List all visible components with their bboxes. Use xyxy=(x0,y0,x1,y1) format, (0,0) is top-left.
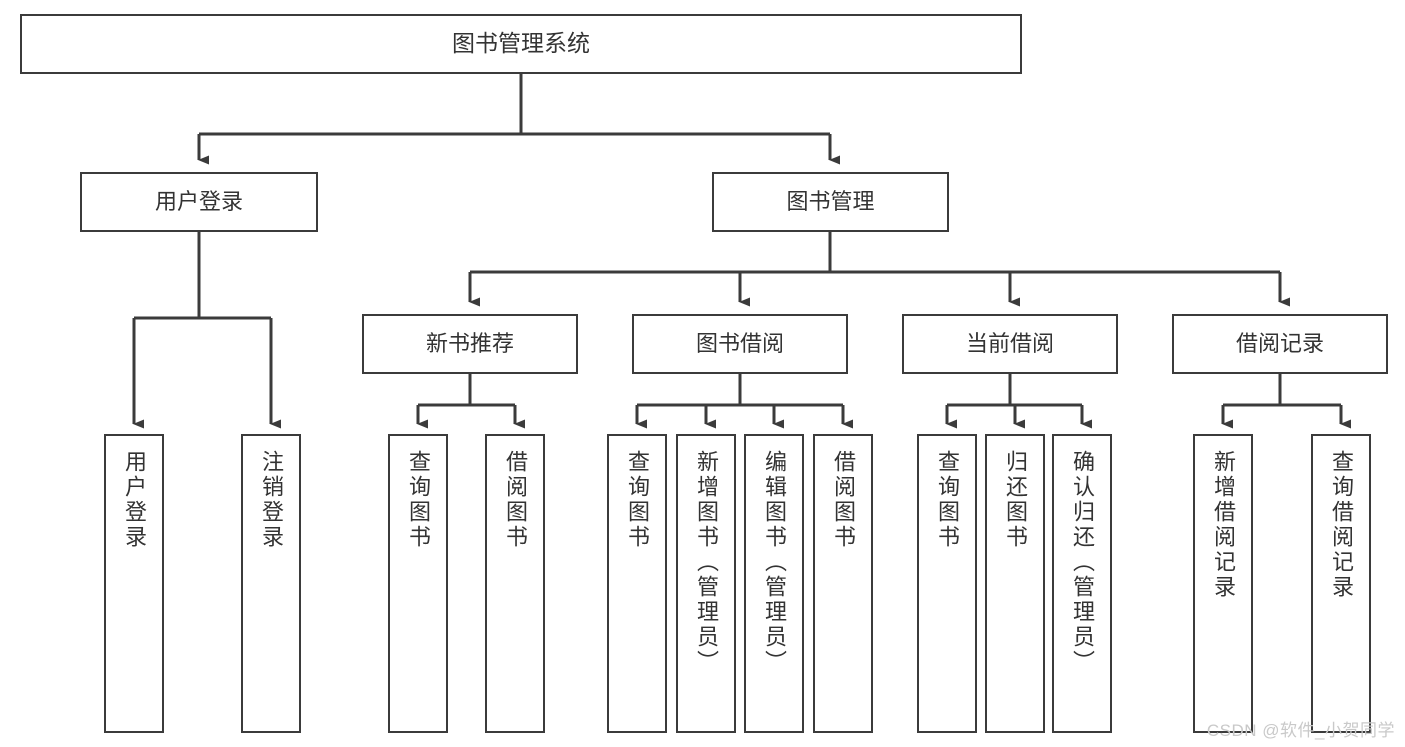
node-label: 新增借阅记录 xyxy=(1211,450,1236,600)
leaf-query-books-borrowing[interactable]: 查询图书 xyxy=(607,434,667,733)
node-label: 借阅记录 xyxy=(1235,331,1324,357)
node-label: 查询图书 xyxy=(625,450,650,550)
node-new-book-recommendation[interactable]: 新书推荐 xyxy=(362,314,578,374)
node-label: 借阅图书 xyxy=(503,450,528,550)
leaf-borrow-books[interactable]: 借阅图书 xyxy=(813,434,873,733)
leaf-confirm-return-admin[interactable]: 确认归还（管理员） xyxy=(1052,434,1112,733)
node-book-management[interactable]: 图书管理 xyxy=(712,172,949,232)
node-label: 归还图书 xyxy=(1003,450,1028,550)
leaf-query-borrow-record[interactable]: 查询借阅记录 xyxy=(1311,434,1371,733)
leaf-edit-book-admin[interactable]: 编辑图书（管理员） xyxy=(744,434,804,733)
node-label: 图书借阅 xyxy=(695,331,784,357)
node-label: 图书管理 xyxy=(786,189,875,215)
node-label: 编辑图书（管理员） xyxy=(762,450,787,675)
node-label: 当前借阅 xyxy=(965,331,1054,357)
csdn-watermark: CSDN @软件_小贺同学 xyxy=(1206,721,1395,740)
leaf-return-books[interactable]: 归还图书 xyxy=(985,434,1045,733)
node-label: 查询借阅记录 xyxy=(1329,450,1354,600)
leaf-query-books-current[interactable]: 查询图书 xyxy=(917,434,977,733)
node-label: 查询图书 xyxy=(935,450,960,550)
node-label: 用户登录 xyxy=(154,189,243,215)
node-root-book-management-system[interactable]: 图书管理系统 xyxy=(20,14,1022,74)
node-label: 新书推荐 xyxy=(425,331,514,357)
leaf-query-books-recommendation[interactable]: 查询图书 xyxy=(388,434,448,733)
node-label: 查询图书 xyxy=(406,450,431,550)
node-label: 确认归还（管理员） xyxy=(1070,450,1095,675)
leaf-logout[interactable]: 注销登录 xyxy=(241,434,301,733)
node-label: 新增图书（管理员） xyxy=(694,450,719,675)
leaf-add-book-admin[interactable]: 新增图书（管理员） xyxy=(676,434,736,733)
leaf-add-borrow-record[interactable]: 新增借阅记录 xyxy=(1193,434,1253,733)
node-label: 注销登录 xyxy=(259,450,284,550)
node-label: 图书管理系统 xyxy=(452,30,590,57)
leaf-borrow-books-recommendation[interactable]: 借阅图书 xyxy=(485,434,545,733)
node-borrow-records[interactable]: 借阅记录 xyxy=(1172,314,1388,374)
node-label: 借阅图书 xyxy=(831,450,856,550)
node-label: 用户登录 xyxy=(122,450,147,550)
node-book-borrowing[interactable]: 图书借阅 xyxy=(632,314,848,374)
node-current-borrowing[interactable]: 当前借阅 xyxy=(902,314,1118,374)
leaf-user-login[interactable]: 用户登录 xyxy=(104,434,164,733)
node-user-login[interactable]: 用户登录 xyxy=(80,172,318,232)
